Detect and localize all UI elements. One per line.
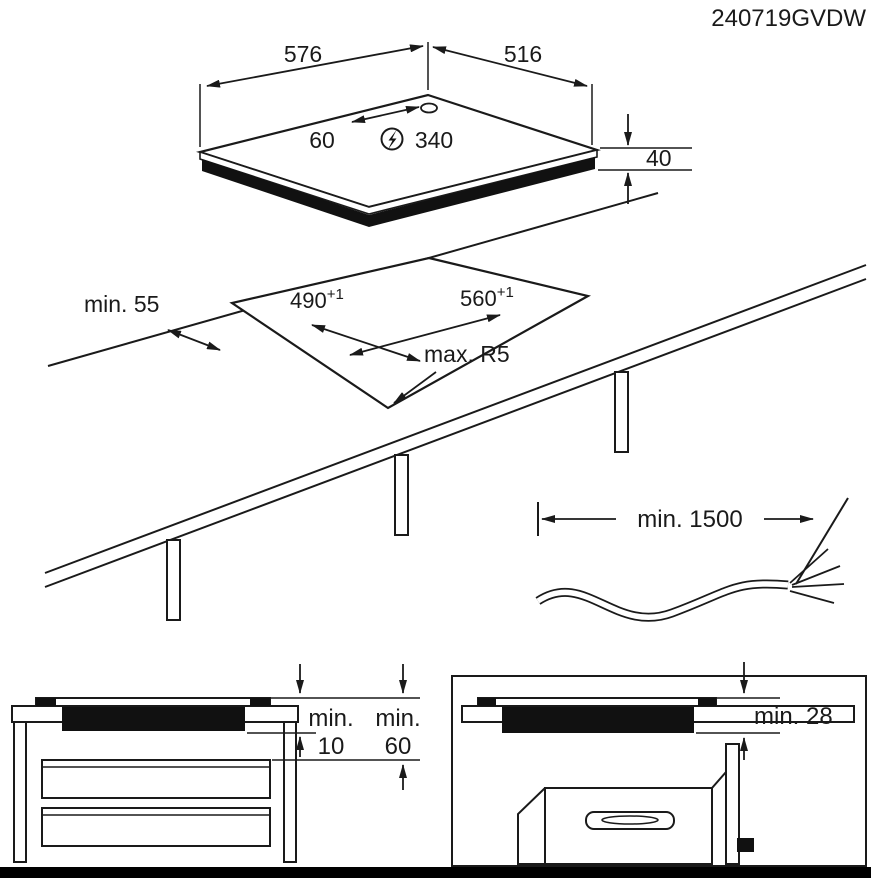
hob-glass-section <box>35 697 271 707</box>
cabinet-side-panel <box>13 721 27 863</box>
cutout-width-value: 560 <box>460 286 497 311</box>
page-footer-bar <box>0 867 871 878</box>
cutout-depth-label: 490+1 <box>290 286 344 313</box>
oven-section-view: min. 28 <box>451 662 867 867</box>
wire-strand <box>791 565 841 586</box>
clearance-2-value: 60 <box>385 733 412 760</box>
wire-strand <box>789 590 835 604</box>
cutout-depth-value: 490 <box>290 288 327 313</box>
cable-offset-right-label: 340 <box>415 127 453 153</box>
cutout-width-tolerance: +1 <box>497 284 514 301</box>
hob-edge-cap <box>478 698 496 706</box>
hob-body-band <box>202 157 595 227</box>
clearance-2-min-label: min. <box>375 705 420 732</box>
cable-length-label: min. 1500 <box>637 506 742 533</box>
hob-glass-section <box>477 697 717 707</box>
hob-isometric-view: 576 516 60 340 40 <box>196 41 692 227</box>
cutout-depth-tolerance: +1 <box>327 286 344 303</box>
lightning-bolt-icon <box>388 130 397 150</box>
corner-radius-label: max. R5 <box>424 341 510 367</box>
hob-edge-cap <box>36 698 56 706</box>
cable-offset-left-label: 60 <box>309 127 335 153</box>
front-clearance-label: min. 55 <box>84 291 159 317</box>
cutout-width-label: 560+1 <box>460 284 514 311</box>
cabinet-leg <box>166 539 181 621</box>
front-clearance-arrow <box>167 329 221 351</box>
worktop-front-edge-bottom <box>44 278 867 588</box>
hob-body-section <box>502 706 694 733</box>
cable-length-view: min. 1500 <box>535 497 849 622</box>
cabinet-side-panel <box>283 721 297 863</box>
worktop-cutout-view: 490+1 560+1 min. 55 max. R5 <box>44 192 867 621</box>
hob-edge-cap <box>698 698 716 706</box>
cabinet-side-flap <box>517 787 546 865</box>
drawer-front <box>41 807 271 847</box>
section-border <box>451 675 867 867</box>
clearance-1-value: 10 <box>318 733 345 760</box>
hob-depth-label: 516 <box>504 41 542 67</box>
oven-handle-slot <box>601 815 659 825</box>
hob-edge-cap <box>250 698 270 706</box>
depth-dimension-line <box>432 46 588 87</box>
cutout-width-dimension-line <box>349 314 501 356</box>
hob-glass-edge <box>199 148 598 215</box>
cable-offset-dimension-line <box>351 105 420 124</box>
corner-radius-arrow <box>393 371 437 404</box>
oven-clearance-label: min. 28 <box>754 703 833 730</box>
cabinet-section-view: min. min. 10 60 <box>11 664 421 863</box>
oven-handle <box>585 811 675 830</box>
cable-frayed-wires <box>789 548 845 604</box>
drawer-front <box>41 759 271 799</box>
clearance-1-min-label: min. <box>308 705 353 732</box>
hob-width-label: 576 <box>284 41 322 67</box>
power-connection-icon <box>380 127 404 151</box>
worktop-front-edge-top <box>44 264 867 574</box>
cabinet-leg <box>394 454 409 536</box>
cabinet-leg <box>614 371 629 453</box>
product-code: 240719GVDW <box>711 5 866 32</box>
panel-knob <box>737 838 754 852</box>
hob-body-section <box>62 706 245 731</box>
cable-gland <box>420 102 438 114</box>
width-dimension-line <box>206 44 424 88</box>
mains-cable-core <box>536 581 789 621</box>
hob-height-label: 40 <box>646 145 672 171</box>
wire-strand <box>789 548 829 584</box>
wire-strand <box>791 583 845 588</box>
oven-depth-line <box>711 771 727 789</box>
cabinet-panel <box>725 743 740 865</box>
